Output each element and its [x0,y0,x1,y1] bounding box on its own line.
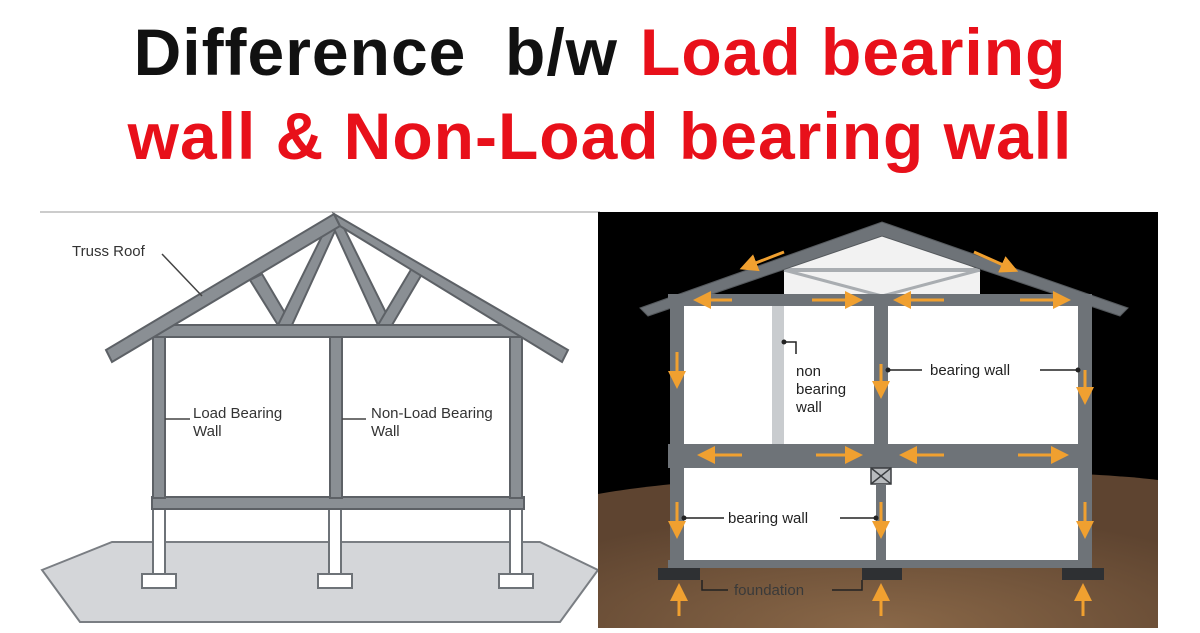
title-red-part-line1: Load bearing [640,15,1067,89]
leader-dot [1075,367,1081,373]
non-bearing-wall [772,306,784,444]
load-arrow [973,250,1019,273]
non-bearing-label-line2: bearing [796,381,846,398]
attic [784,230,980,296]
leader-line [701,580,728,591]
truss-web [783,268,883,298]
non-load-bearing-wall [329,335,343,499]
rafter-right [331,211,570,364]
pier [328,507,342,575]
load-bearing-label-line2: Wall [193,423,222,440]
leader-dot [681,515,687,521]
beam-post-cross [870,467,892,485]
leader-dot [885,367,891,373]
leader-line [832,580,863,591]
bearing-wall-lower-label: bearing wall [728,510,808,527]
foundation-label: foundation [734,582,804,599]
ceiling-beam [152,324,523,338]
leader-dot [873,515,879,521]
floor-slab [668,560,1092,568]
leader-line [161,253,203,297]
foundation-footing [862,568,902,580]
load-bearing-label-line1: Load Bearing [193,405,282,422]
load-arrows [668,250,1094,616]
non-load-bearing-label-line1: Non-Load Bearing [371,405,493,422]
load-path-diagram: non bearing wall bearing wall bearing wa… [598,212,1158,628]
footing [141,573,177,589]
house-truss-illustration: Truss Roof Load Bearing Wall Non-Load Be… [40,211,600,623]
title-line2: wall & Non-Load bearing wall [127,99,1073,173]
footing [498,573,534,589]
title-black-part: Difference b/w [133,15,619,89]
load-bearing-wall [152,335,166,499]
non-load-bearing-label-line2: Wall [371,423,400,440]
pier [152,507,166,575]
ceiling-beam [668,294,1092,306]
footing [317,573,353,589]
pier [509,507,523,575]
roof [639,221,1129,317]
load-bearing-diagram: Truss Roof Load Bearing Wall Non-Load Be… [40,208,600,628]
load-bearing-wall [509,335,523,499]
foundation-footing [1062,568,1104,580]
load-arrow [739,250,785,272]
leader-dot [781,339,787,345]
truss-roof-label: Truss Roof [72,243,146,260]
non-bearing-label-line1: non [796,363,821,380]
non-bearing-label-line3: wall [795,399,822,416]
leader-line [784,341,797,354]
foundation-footing [658,568,700,580]
page-title: Difference b/w Load bearing wall & Non-Lo… [0,10,1200,178]
load-path-illustration: non bearing wall bearing wall bearing wa… [598,221,1158,628]
bearing-wall-upper-label: bearing wall [930,362,1010,379]
truss-web [376,266,424,326]
